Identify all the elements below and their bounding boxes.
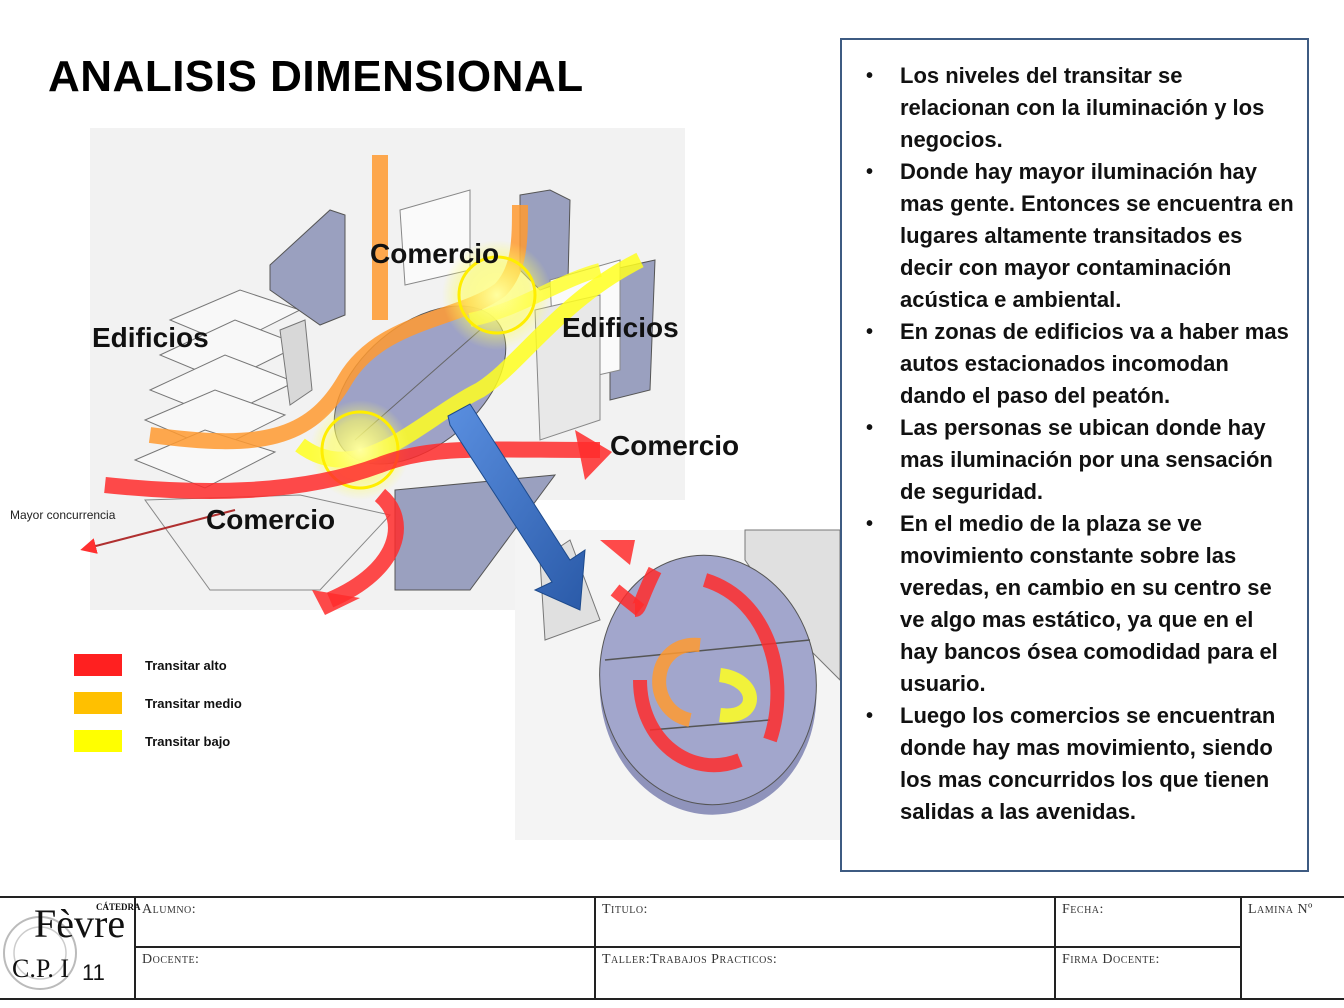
legend: Transitar alto Transitar medio Transitar… — [74, 646, 242, 760]
legend-item-medium: Transitar medio — [74, 684, 242, 722]
label-comercio-right: Comercio — [610, 430, 740, 461]
label-edificios-right: Edificios — [562, 312, 679, 343]
bullet-icon: • — [866, 321, 874, 343]
bullet-icon: • — [866, 65, 874, 87]
buildings-blue — [269, 189, 656, 401]
field-titulo: Titulo: — [596, 898, 1056, 946]
legend-label-high: Transitar alto — [145, 657, 227, 673]
path-high — [104, 441, 601, 499]
note-item: •Los niveles del transitar se relacionan… — [856, 60, 1295, 156]
field-fecha: Fecha: — [1056, 898, 1242, 946]
legend-label-low: Transitar bajo — [145, 733, 231, 749]
bullet-icon: • — [866, 513, 874, 535]
note-item: •En zonas de edificios va a haber mas au… — [856, 316, 1295, 412]
bullet-icon: • — [866, 705, 874, 727]
notes-list: •Los niveles del transitar se relacionan… — [856, 60, 1295, 828]
label-comercio-top: Comercio — [370, 238, 500, 269]
title-block: CÁTEDRA Fèvre C.P. I 11 Alumno: Titulo: … — [0, 896, 1344, 1000]
note-item: •Las personas se ubican donde hay mas il… — [856, 412, 1295, 508]
legend-swatch-high — [74, 654, 122, 676]
legend-item-low: Transitar bajo — [74, 722, 242, 760]
field-taller: Taller:Trabajos Practicos: — [596, 948, 1056, 998]
bullet-icon: • — [866, 417, 874, 439]
label-mayor-concurrencia: Mayor concurrencia — [10, 508, 116, 522]
blue-arrow — [447, 403, 586, 611]
label-edificios-left: Edificios — [92, 322, 209, 353]
field-docente: Docente: — [136, 948, 596, 998]
catedra-logo: CÁTEDRA Fèvre C.P. I 11 — [0, 898, 141, 998]
note-item: •Donde hay mayor iluminación hay mas gen… — [856, 156, 1295, 316]
field-firma: Firma Docente: — [1056, 948, 1242, 998]
note-item: •En el medio de la plaza se ve movimient… — [856, 508, 1295, 700]
legend-label-medium: Transitar medio — [145, 695, 242, 711]
field-alumno: Alumno: — [136, 898, 596, 946]
page-title: ANALISIS DIMENSIONAL — [48, 52, 584, 101]
diagram-illustration — [80, 128, 840, 840]
urban-diagram: Comercio Edificios Edificios Comercio Co… — [0, 120, 840, 850]
bullet-icon: • — [866, 161, 874, 183]
legend-item-high: Transitar alto — [74, 646, 242, 684]
notes-panel: •Los niveles del transitar se relacionan… — [840, 38, 1309, 872]
legend-swatch-low — [74, 730, 122, 752]
field-lamina: Lamina Nº — [1248, 902, 1313, 917]
seal-icon — [3, 916, 77, 990]
label-comercio-bottom: Comercio — [206, 504, 336, 535]
note-item: •Luego los comercios se encuentran donde… — [856, 700, 1295, 828]
legend-swatch-medium — [74, 692, 122, 714]
